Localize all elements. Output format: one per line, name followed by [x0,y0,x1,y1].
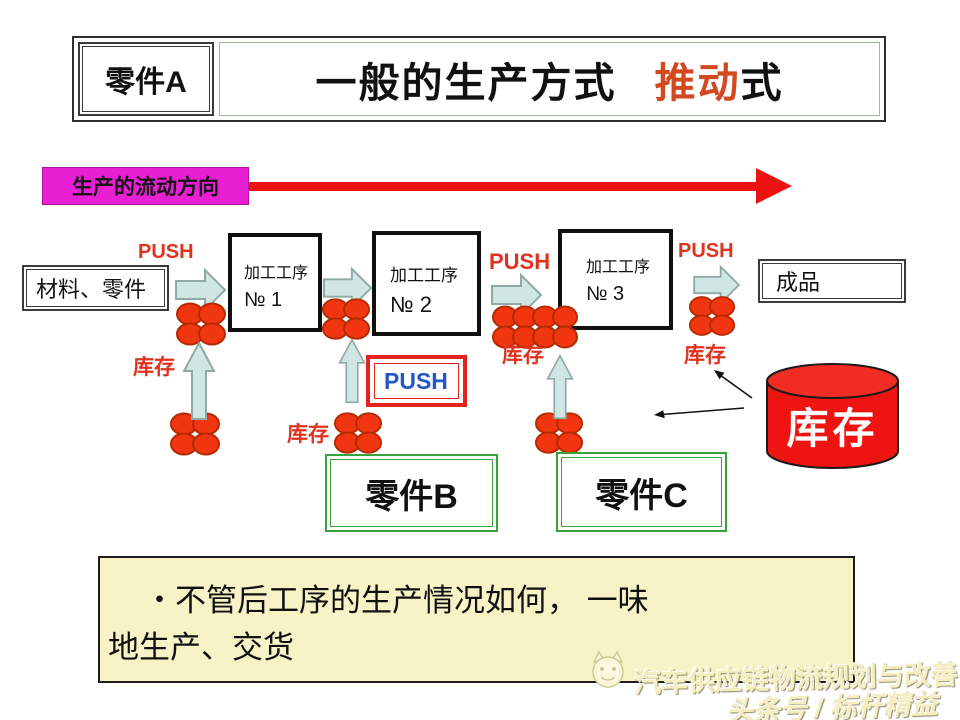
push-label-3: PUSH [678,240,734,262]
up-arrow-icon-3 [546,353,574,420]
process-3-number: № 3 [586,283,625,305]
page-title: 一般的生产方式 推动 式 [219,42,880,116]
process-box-1: 加工工序 № 1 [228,233,322,332]
inventory-dots-icon-2 [321,298,371,340]
watermark-account: 头条号 / 标杆精益 [725,689,939,720]
process-2-name: 加工工序 [390,266,458,285]
push-arrow-right-icon-3 [491,272,543,318]
inventory-label-1: 库存 [133,356,175,379]
inventory-dots-icon-4 [688,296,736,336]
title-tail: 式 [740,60,784,106]
inventory-label-4: 库存 [684,344,726,367]
header-box: 零件A 一般的生产方式 推动 式 [72,36,886,122]
push-arrow-right-icon-4 [693,264,741,306]
inventory-label-2: 库存 [287,423,329,446]
finished-goods-box: 成品 [758,259,906,303]
note-line-2: 地生产、交货 [108,629,294,665]
part-a-label: 零件A [78,42,214,116]
process-1-name: 加工工序 [244,265,309,282]
process-1-number: № 1 [244,289,283,311]
title-accent: 推动 [654,60,741,106]
flow-direction-arrowhead-icon [756,168,792,204]
watermark-logo-icon [592,650,624,688]
process-3-name: 加工工序 [586,259,651,276]
cylinder-inventory-label: 库存 [786,405,879,452]
flow-direction-arrow [249,182,761,191]
part-c-box: 零件C [556,452,727,532]
flow-direction-label: 生产的流动方向 [42,167,249,205]
push-label-2: PUSH [489,249,551,274]
note-box: ・不管后工序的生产情况如何， 一味 地生产、交货 [98,556,855,683]
inventory-dots-icon-7 [534,412,584,454]
process-2-number: № 2 [390,292,432,317]
up-arrow-icon-2 [338,337,366,404]
push-callout-box: PUSH [366,355,467,407]
push-arrow-right-icon-1 [175,267,227,313]
inventory-cylinder-icon [766,363,899,469]
inventory-label-3: 库存 [502,344,544,367]
inventory-dots-icon-6 [333,412,383,454]
material-box: 材料、零件 [22,265,169,311]
push-label-1: PUSH [138,241,194,263]
up-arrow-icon-1 [182,341,216,420]
note-line-1: ・不管后工序的生产情况如何， 一味 [144,583,649,618]
inventory-dots-icon-3 [492,305,578,349]
pointer-arrows-icon [654,370,753,419]
inventory-dots-icon-1 [176,302,226,346]
push-arrow-right-icon-2 [323,266,373,310]
process-box-2: 加工工序 № 2 [372,231,481,336]
title-main: 一般的生产方式 [315,60,617,106]
inventory-dots-icon-5 [170,412,220,456]
part-b-box: 零件B [325,454,498,532]
